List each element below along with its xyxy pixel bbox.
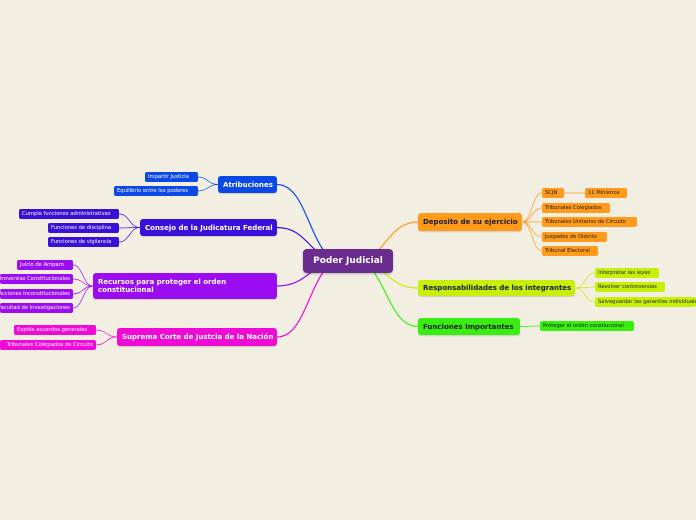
branch-funciones-importantes[interactable]: Funciones Importantes	[418, 318, 520, 335]
connector-s-resp-2	[574, 287, 596, 303]
connector-s-recursos-3	[72, 285, 94, 309]
connector-s-func-0	[519, 325, 541, 327]
connector-s-consejo-2	[118, 227, 141, 243]
connector-s-recursos-1	[72, 278, 94, 287]
branch-responsabilidades[interactable]: Responsabilidades de los integrantes	[418, 280, 575, 296]
leaf-equilibrio-poderes[interactable]: Equilibrio entre los poderes	[114, 186, 198, 196]
leaf-tribunales-colegiados-circuito[interactable]: Tribunales Colegiados de Circuito	[0, 340, 96, 350]
branch-atribuciones[interactable]: Atribuciones	[218, 176, 277, 193]
leaf-juzgados-distrito[interactable]: Juzgados de Distrito	[542, 232, 607, 242]
branch-consejo-judicatura[interactable]: Consejo de la Judicatura Federal	[140, 219, 277, 236]
leaf-resolver-controversias[interactable]: Resolver controversias	[595, 282, 665, 292]
connector-s-dep-0	[521, 192, 543, 223]
leaf-funciones-disciplina[interactable]: Funciones de disciplina	[48, 223, 119, 233]
leaf-juicio-amparo[interactable]: Juicio de Amparo	[17, 260, 73, 270]
root-node-poder-judicial[interactable]: Poder Judicial	[303, 249, 393, 273]
leaf-controversias-constitucionales[interactable]: Controversias Constitucionales	[0, 274, 73, 284]
branch-deposito-ejercicio[interactable]: Deposito de su ejercicio	[418, 213, 522, 231]
connector-s-dep-4	[521, 221, 543, 252]
connector-s-atrib-0	[197, 176, 219, 185]
connector-s-consejo-0	[118, 213, 141, 228]
leaf-tribunales-unitarios[interactable]: Tribunales Unitarios de Circuito	[542, 217, 637, 227]
connector-s-suprema-1	[95, 336, 118, 346]
leaf-tribunales-colegiados[interactable]: Tribunales Colegiados	[542, 203, 610, 213]
leaf-acciones-inconstitucionales[interactable]: Acciones Inconstitucionales	[0, 289, 73, 299]
connector-s-resp-0	[574, 272, 596, 289]
connector-s-recursos-2	[72, 285, 94, 295]
leaf-facultad-investigaciones[interactable]: Facultad de Investigaciones	[0, 303, 73, 313]
leaf-tribunal-electoral[interactable]: Tribunal Electoral	[542, 246, 598, 256]
leaf-impartir-justicia[interactable]: Impartir Justicia	[145, 172, 198, 182]
leaf-11-ministros[interactable]: 11 Ministros	[585, 188, 627, 198]
leaf-salvaguardar-garantias[interactable]: Salvaguardar las garantías individuales	[595, 297, 696, 307]
leaf-expide-acuerdos[interactable]: Expide acuerdos generales	[14, 325, 96, 335]
leaf-interpretar-leyes[interactable]: Interpretar las leyes	[595, 268, 659, 278]
leaf-proteger-orden[interactable]: Proteger el orden constiucional	[540, 321, 634, 331]
branch-suprema-corte[interactable]: Suprema Corte de Justcia de la Nación	[117, 328, 277, 346]
connector-s-recursos-0	[72, 264, 94, 287]
connector-s-dep-3	[521, 221, 543, 238]
branch-recursos-orden-constitucional[interactable]: Recursos para proteger el orden constitu…	[93, 273, 277, 299]
connector-s-suprema-0	[95, 329, 118, 338]
leaf-funciones-administrativas[interactable]: Cumple funciones administrativas	[19, 209, 119, 219]
leaf-scjn[interactable]: SCJN	[542, 188, 564, 198]
leaf-funciones-vigilancia[interactable]: Funciones de vigilancia	[48, 237, 119, 247]
connector-s-dep-1	[521, 207, 543, 223]
connector-s-atrib-1	[197, 184, 219, 192]
